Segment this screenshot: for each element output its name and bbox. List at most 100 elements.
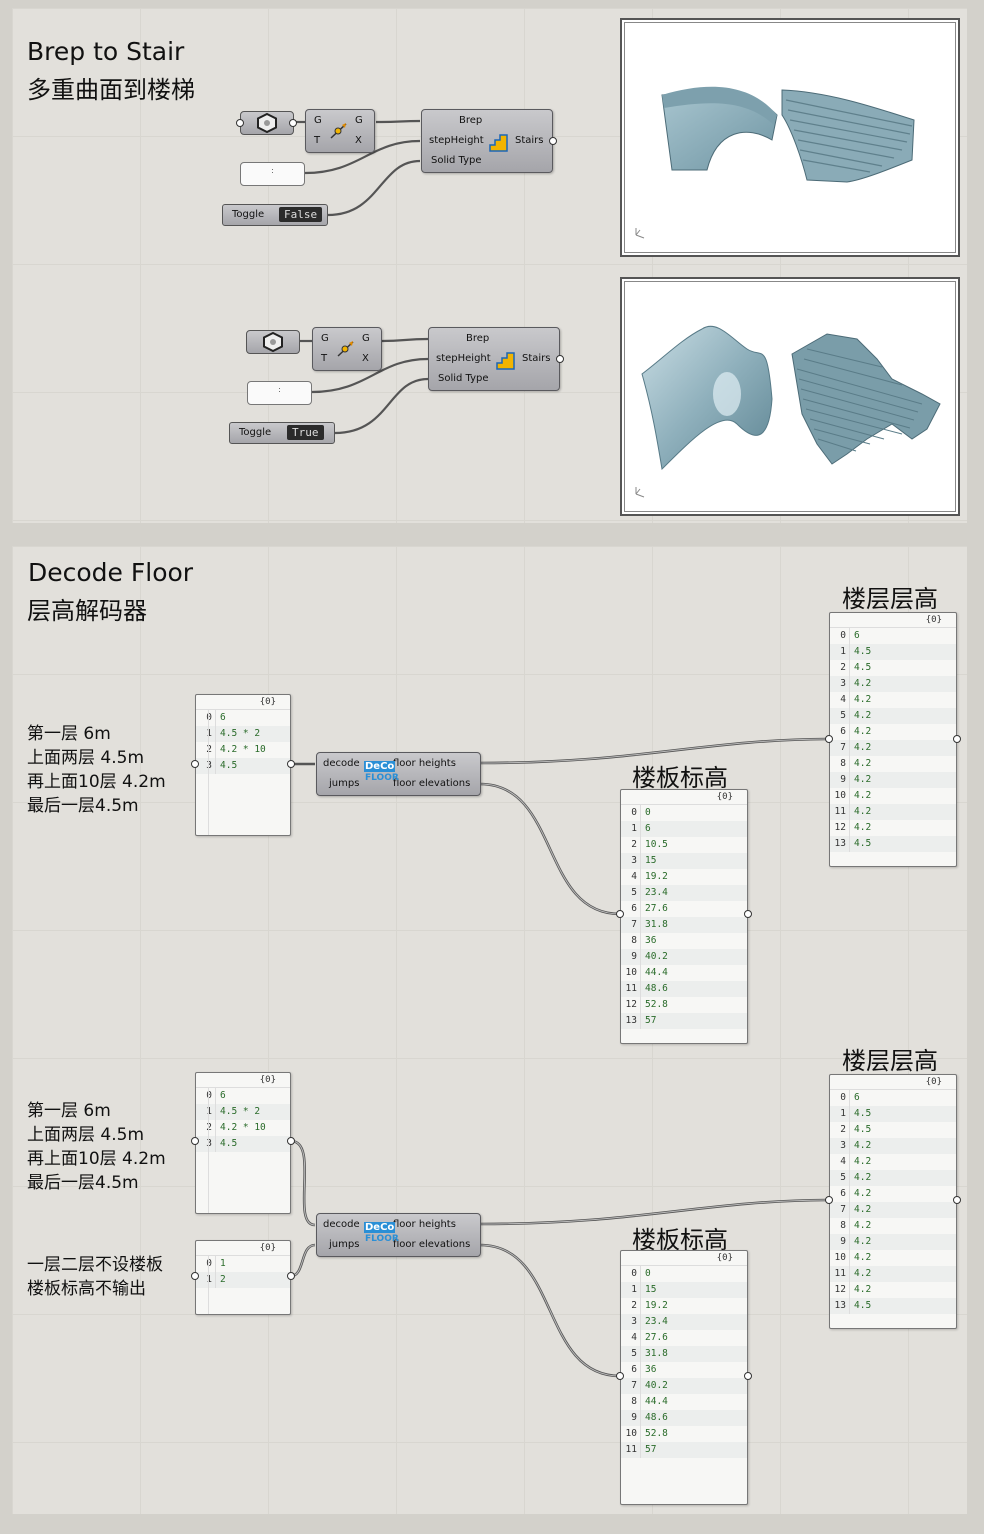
output-grip[interactable]	[287, 1137, 295, 1145]
hexagon-icon	[263, 331, 283, 353]
input-grip[interactable]	[825, 1196, 833, 1204]
input-grip[interactable]	[825, 735, 833, 743]
input-grip[interactable]	[616, 1372, 624, 1380]
geometry-param-2[interactable]	[246, 330, 300, 354]
step-height-slider-1[interactable]: :	[240, 162, 305, 186]
gumball-output-x: X	[355, 135, 362, 146]
jumps-description-note: 一层二层不设楼板 楼板标高不输出	[27, 1253, 163, 1301]
rhino-viewport-1[interactable]	[620, 18, 960, 257]
input-step-height: stepHeight	[429, 135, 484, 146]
gumball-input-t: T	[314, 135, 321, 146]
rhino-viewport-2[interactable]	[620, 277, 960, 516]
note-line: 上面两层 4.5m	[27, 748, 144, 768]
solid-type-toggle-1[interactable]: Toggle False	[222, 204, 328, 226]
note-line: 第一层 6m	[27, 724, 111, 744]
floor-logo-text: FLOOR	[365, 1234, 399, 1244]
output-grip[interactable]	[287, 760, 295, 768]
panel-header: {0}	[830, 1075, 956, 1090]
output-grip[interactable]	[744, 910, 752, 918]
decode-floor-component-2[interactable]: decode jumps floor heights floor elevati…	[316, 1213, 481, 1257]
output-stairs: Stairs	[515, 135, 544, 146]
note-line: 再上面10层 4.2m	[27, 772, 166, 792]
note-line: 第一层 6m	[27, 1101, 111, 1121]
output-grip[interactable]	[744, 1372, 752, 1380]
decode-floor-component-1[interactable]: decode jumps floor heights floor elevati…	[316, 752, 481, 796]
section-title-zh: 层高解码器	[27, 597, 147, 625]
step-height-slider-2[interactable]: :	[247, 381, 312, 405]
stair-icon	[489, 134, 508, 152]
geometry-param-1[interactable]	[240, 111, 294, 135]
output-grip[interactable]	[289, 119, 297, 127]
canvas-group-decode-floor	[12, 546, 967, 1514]
toggle-value[interactable]: True	[287, 425, 324, 440]
brep-to-stair-component-2[interactable]: Brep stepHeight Solid Type Stairs	[428, 327, 560, 391]
output-grip[interactable]	[549, 137, 557, 145]
output-grip[interactable]	[953, 735, 961, 743]
toggle-label: Toggle	[232, 209, 265, 220]
slider-value: :	[278, 385, 281, 394]
input-brep: Brep	[459, 115, 483, 126]
output-grip[interactable]	[556, 355, 564, 363]
gumball-arrow-icon	[330, 123, 347, 139]
gumball-output-g: G	[355, 115, 363, 126]
input-grip[interactable]	[236, 119, 244, 127]
hexagon-icon	[257, 112, 277, 134]
output-stairs: Stairs	[522, 353, 551, 364]
input-grip[interactable]	[616, 910, 624, 918]
input-grip[interactable]	[191, 760, 199, 768]
section-title-en: Brep to Stair	[27, 37, 185, 66]
output-grip[interactable]	[953, 1196, 961, 1204]
slider-value: :	[271, 166, 274, 175]
gumball-component-2[interactable]: G T G X	[312, 327, 382, 371]
input-decode: decode	[323, 1219, 360, 1230]
input-jumps: jumps	[329, 778, 360, 789]
toggle-value[interactable]: False	[279, 207, 323, 222]
output-floor-elevations: floor elevations	[393, 1239, 471, 1250]
input-solid-type: Solid Type	[438, 373, 489, 384]
panel-header: {0}	[621, 1251, 747, 1266]
floor-heights-title: 楼层层高	[842, 1047, 938, 1075]
solid-type-toggle-2[interactable]: Toggle True	[229, 422, 335, 444]
output-grip[interactable]	[287, 1272, 295, 1280]
brep-to-stair-component-1[interactable]: Brep stepHeight Solid Type Stairs	[421, 109, 553, 173]
gumball-component-1[interactable]: G T G X	[305, 109, 375, 153]
input-grip[interactable]	[191, 1272, 199, 1280]
input-grip[interactable]	[191, 1137, 199, 1145]
note-line: 楼板标高不输出	[27, 1279, 146, 1299]
